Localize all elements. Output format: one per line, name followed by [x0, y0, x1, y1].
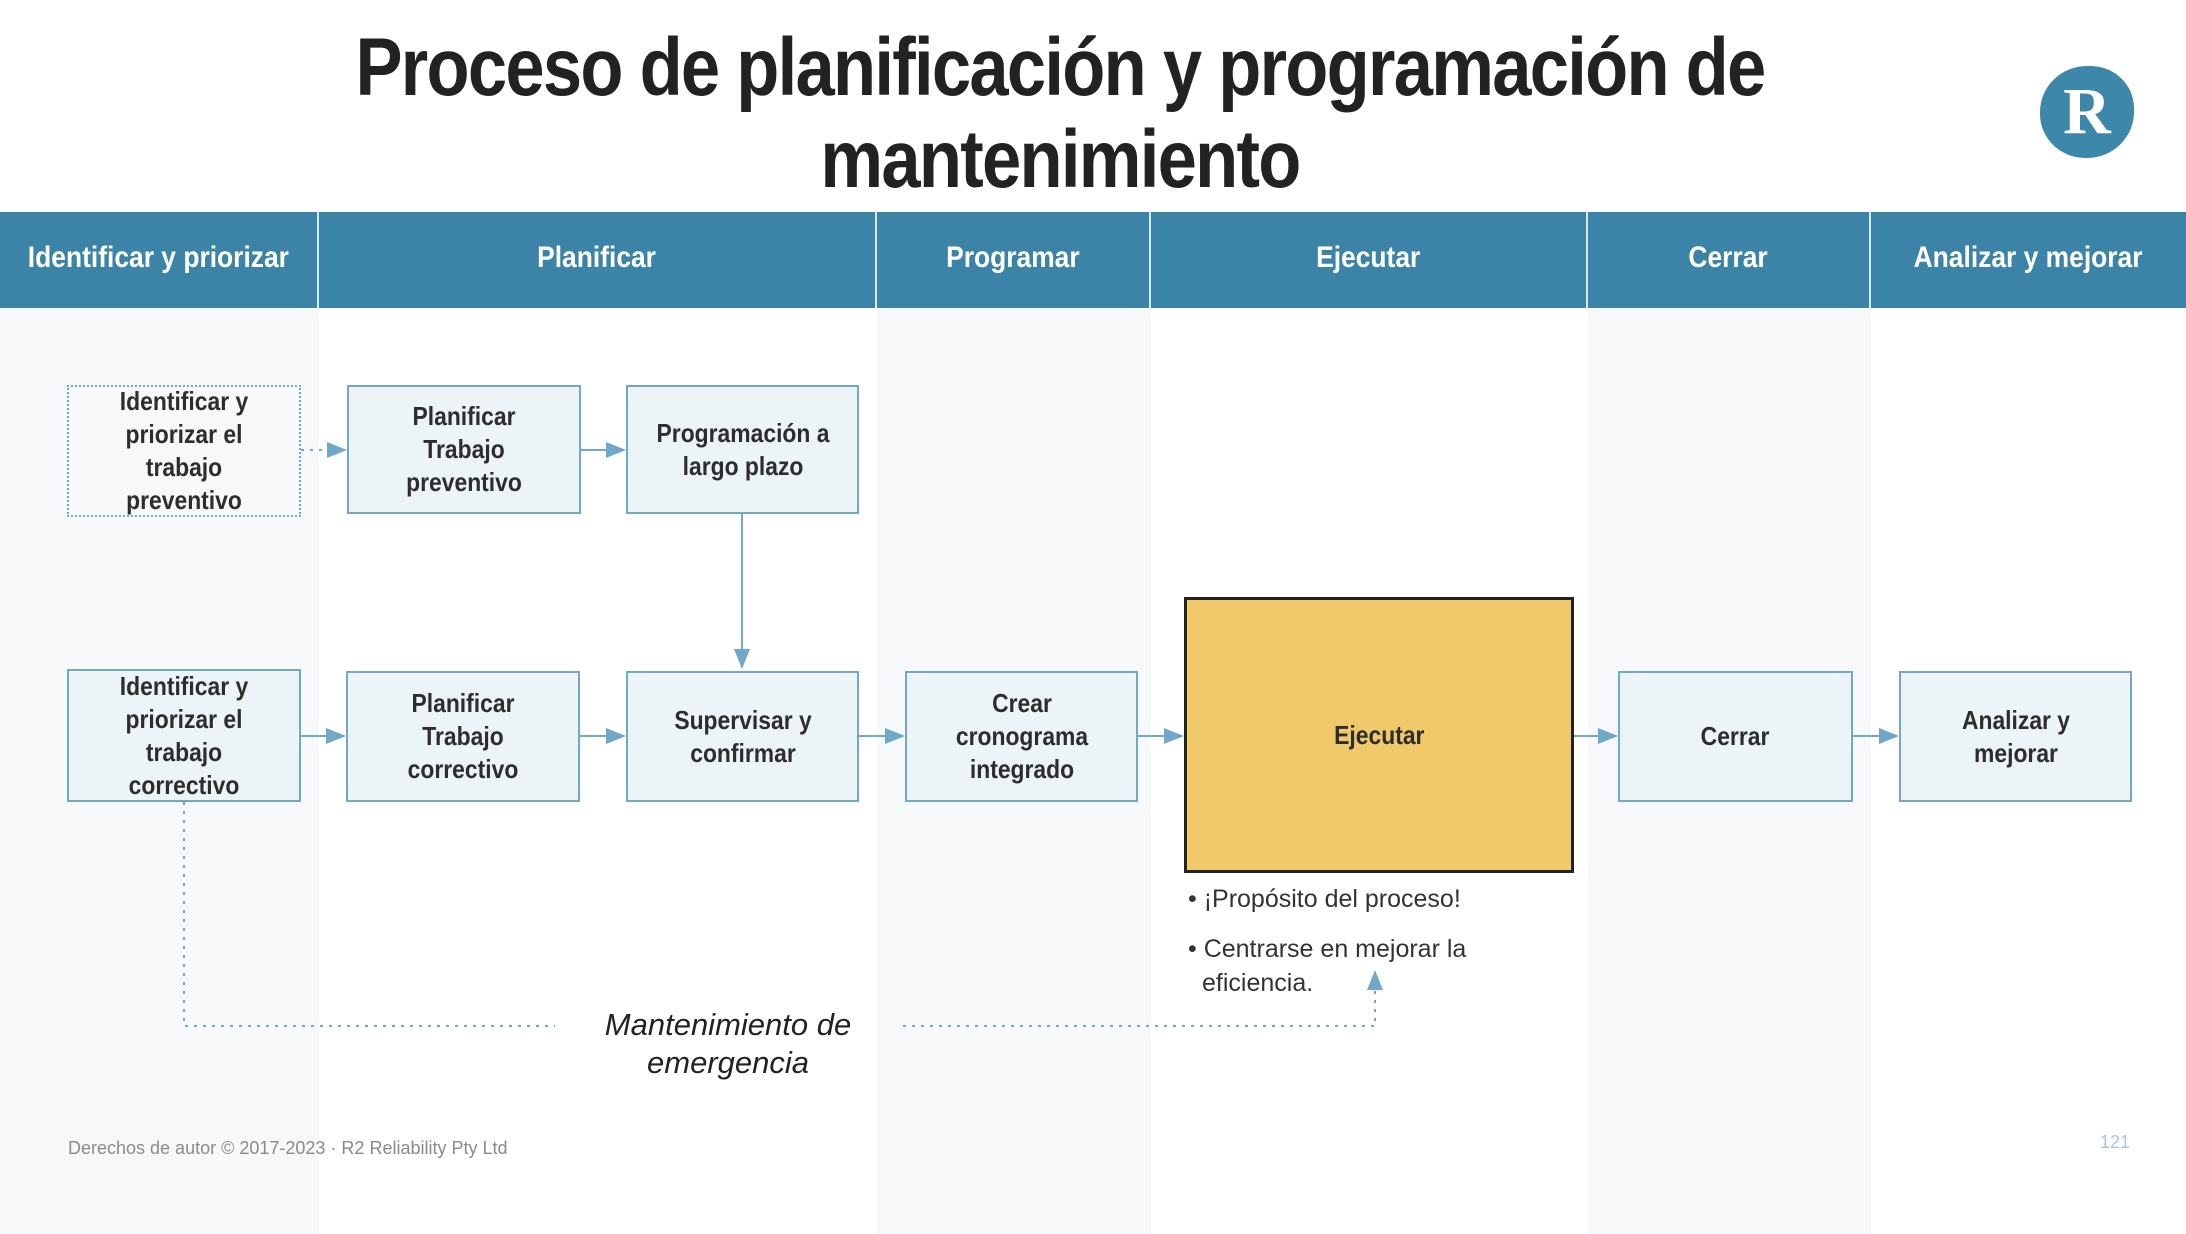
lane-header-plan: Planificar [319, 212, 877, 308]
box-analyze: Analizar y mejorar [1899, 671, 2132, 802]
page-title: Proceso de planificación y programación … [148, 22, 1971, 206]
emergency-path [183, 802, 555, 1027]
lane-header-identify: Identificar y priorizar [0, 212, 319, 308]
r2-logo-icon: R [2040, 66, 2134, 158]
box-identify-corrective: Identificar y priorizar el trabajo corre… [67, 669, 301, 802]
box-supervise: Supervisar y confirmar [626, 671, 859, 802]
lane-header-close: Cerrar [1588, 212, 1871, 308]
lane-header-execute: Ejecutar [1151, 212, 1588, 308]
lane-header-schedule: Programar [877, 212, 1151, 308]
box-plan-preventive: Planificar Trabajo preventivo [347, 385, 581, 514]
bullet-efficiency: • Centrarse en mejorar la eficiencia. [1188, 935, 1467, 997]
copyright-footer: Derechos de autor © 2017-2023 · R2 Relia… [68, 1138, 508, 1158]
title-line-2: mantenimiento [820, 114, 1301, 205]
box-plan-corrective: Planificar Trabajo correctivo [346, 671, 580, 802]
box-execute: Ejecutar [1184, 597, 1574, 873]
title-line-1: Proceso de planificación y programación … [355, 22, 1766, 113]
bullet-purpose: • ¡Propósito del proceso! [1188, 885, 1461, 913]
lane-header-analyze: Analizar y mejorar [1871, 212, 2186, 308]
box-identify-preventive: Identificar y priorizar el trabajo preve… [67, 385, 301, 517]
box-integrated-schedule: Crear cronograma integrado [905, 671, 1138, 802]
emergency-maintenance-label: Mantenimiento de emergencia [604, 1007, 852, 1080]
box-close: Cerrar [1618, 671, 1853, 802]
page-number: 121 [2100, 1132, 2131, 1152]
box-long-term-schedule: Programación a largo plazo [626, 385, 859, 514]
